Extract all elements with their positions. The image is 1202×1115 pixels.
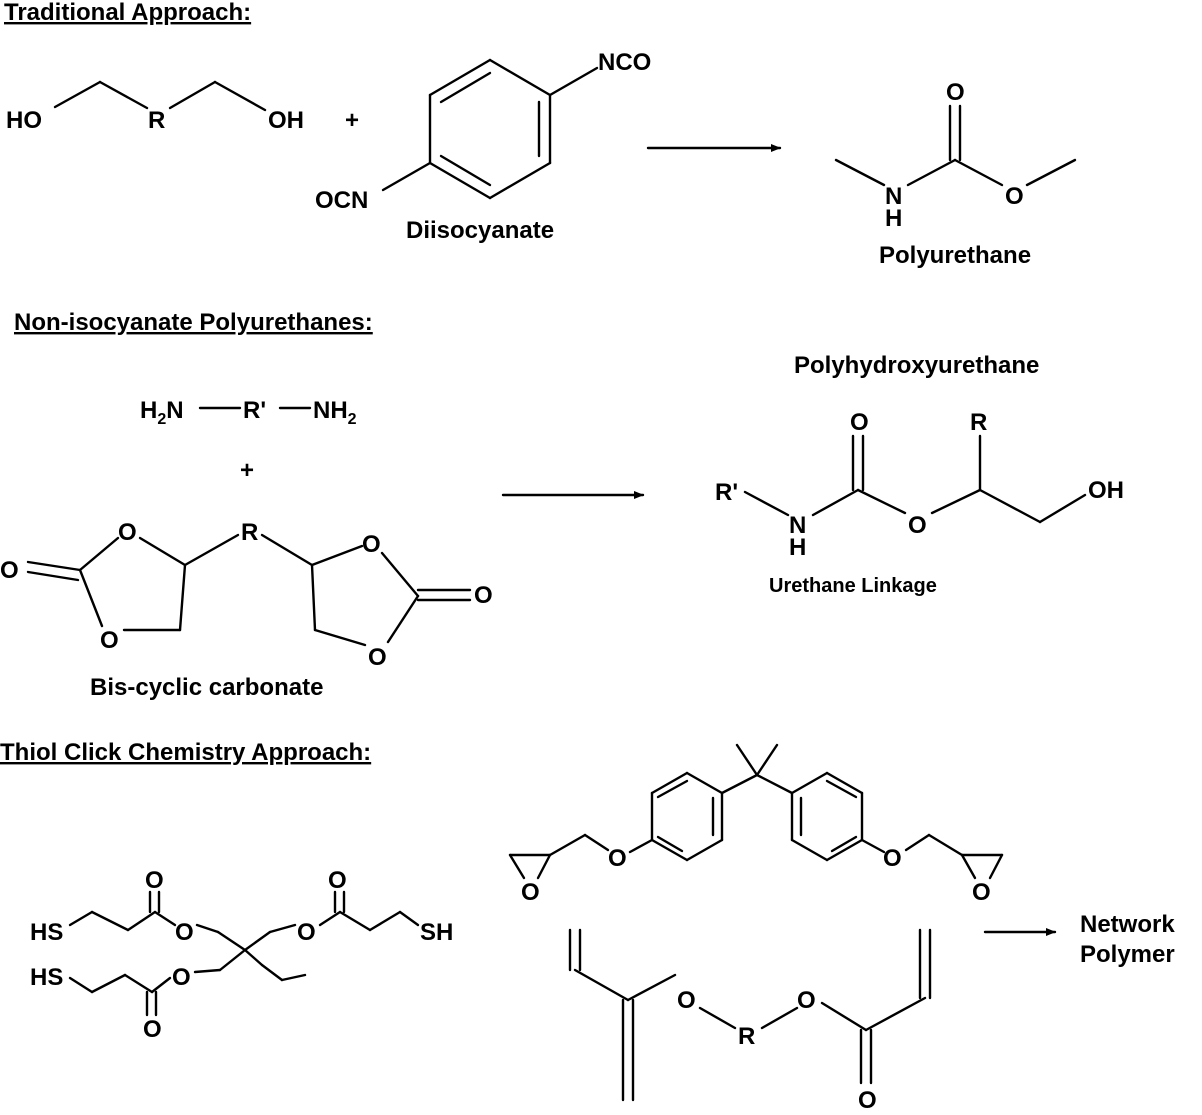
- epoxy-ether-o-right: O: [883, 845, 902, 872]
- epoxy-ether-o-left: O: [608, 845, 627, 872]
- thiol-heading: Thiol Click Chemistry Approach:: [0, 739, 371, 766]
- bis-cyclic-carbonate-structure: O O O R O O O: [0, 519, 493, 671]
- polyurethane-carbonyl-o: O: [946, 79, 965, 106]
- carbonate-r-o-bottom: O: [368, 644, 387, 671]
- polyurethane-n: N: [885, 183, 902, 210]
- thiol-monomer-structure: HS SH HS O O O O O O: [30, 867, 453, 1043]
- traditional-heading: Traditional Approach:: [4, 0, 251, 26]
- carbonate-r-o-top: O: [362, 531, 381, 558]
- polyurethane-ester-o: O: [1005, 183, 1024, 210]
- thiol-sh-3: HS: [30, 964, 63, 991]
- network-polymer-line1: Network: [1080, 911, 1175, 938]
- thiol-o1-carbonyl: O: [145, 867, 164, 894]
- epoxy-ring-o-left: O: [521, 879, 540, 906]
- diamine-left: H2N: [140, 397, 184, 428]
- polyurethane-structure: O N H O: [834, 79, 1077, 232]
- diamine-right: NH2: [313, 397, 357, 428]
- acrylate-o-right: O: [797, 987, 816, 1014]
- diisocyanate-structure: NCO OCN: [315, 49, 651, 214]
- plus-sign-1: +: [345, 107, 359, 134]
- diisocyanate-nco: NCO: [598, 49, 651, 76]
- thiol-o2-ester: O: [297, 919, 316, 946]
- plus-sign-2: +: [240, 457, 254, 484]
- carbonate-l-o-bottom: O: [100, 627, 119, 654]
- thiol-sh-1: HS: [30, 919, 63, 946]
- nipu-heading: Non-isocyanate Polyurethanes:: [14, 309, 373, 336]
- phu-oh: OH: [1088, 477, 1124, 504]
- thiol-sh-2: SH: [420, 919, 453, 946]
- acrylate-r: R: [738, 1023, 755, 1050]
- diamine-structure: H2N R' NH2: [140, 397, 357, 428]
- epoxy-monomer-structure: O O O O: [508, 743, 1004, 906]
- thiol-o3-carbonyl: O: [143, 1016, 162, 1043]
- thiol-o3-ester: O: [172, 964, 191, 991]
- acrylate-monomer-structure: O R O O: [568, 928, 932, 1114]
- phu-r-prime: R': [715, 479, 738, 506]
- carbonate-l-o-top: O: [118, 519, 137, 546]
- diamine-r-prime: R': [243, 397, 266, 424]
- thiol-o2-carbonyl: O: [328, 867, 347, 894]
- acrylate-o-carbonyl: O: [858, 1087, 877, 1114]
- carbonate-caption: Bis-cyclic carbonate: [90, 674, 323, 701]
- diol-oh: OH: [268, 107, 304, 134]
- phu-ester-o: O: [908, 512, 927, 539]
- polyhydroxyurethane-structure: O R R' N H O OH: [715, 409, 1124, 561]
- epoxy-ring-o-right: O: [972, 879, 991, 906]
- diisocyanate-caption: Diisocyanate: [406, 217, 554, 244]
- carbonate-l-o-exo: O: [0, 557, 19, 584]
- phu-carbonyl-o: O: [850, 409, 869, 436]
- phu-n: N: [789, 512, 806, 539]
- phu-h: H: [789, 534, 806, 561]
- thiol-o1-ester: O: [175, 919, 194, 946]
- diisocyanate-ocn: OCN: [315, 187, 368, 214]
- acrylate-o-left: O: [677, 987, 696, 1014]
- phu-title: Polyhydroxyurethane: [794, 352, 1039, 379]
- polyurethane-caption: Polyurethane: [879, 242, 1031, 269]
- urethane-linkage-caption: Urethane Linkage: [769, 575, 937, 597]
- carbonate-r-o-exo: O: [474, 582, 493, 609]
- carbonate-r-link: R: [241, 519, 258, 546]
- network-polymer-line2: Polymer: [1080, 941, 1175, 968]
- diol-ho: HO: [6, 107, 42, 134]
- diol-r: R: [148, 107, 165, 134]
- diol-structure: HO R OH: [6, 80, 304, 134]
- phu-r-top: R: [970, 409, 987, 436]
- polyurethane-h: H: [885, 205, 902, 232]
